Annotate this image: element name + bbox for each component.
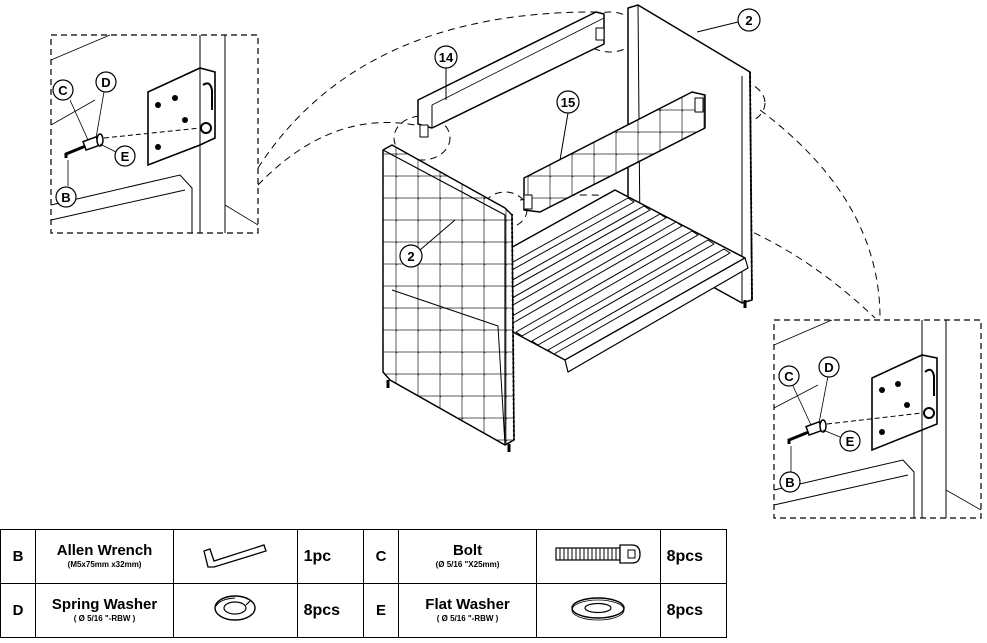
callout-part-15: 15 <box>556 90 580 161</box>
callout-right-b-label: B <box>785 475 794 490</box>
part-spec: (M5x75mm x32mm) <box>67 560 142 569</box>
part-spec: ( Ø 5/16 "-RBW ) <box>436 614 499 623</box>
part-qty: 8pcs <box>296 583 364 638</box>
part-code-c: C <box>362 529 400 584</box>
part-qty: 8pcs <box>659 583 728 638</box>
part-code-e: E <box>362 583 400 638</box>
part-spec: (Ø 5/16 "X25mm) <box>435 560 500 569</box>
part-qty: 8pcs <box>659 529 728 584</box>
part-name: Spring Washer <box>51 596 158 613</box>
callout-left-d-label: D <box>101 75 110 90</box>
part-qty: 1pc <box>296 529 364 584</box>
part-name-cell: Bolt (Ø 5/16 "X25mm) <box>398 529 537 584</box>
callout-part-2-top: 2 <box>696 8 761 33</box>
callout-part-2-top-label: 2 <box>745 13 752 28</box>
flat-washer-icon <box>535 583 661 638</box>
bolt-assembly-icon <box>64 127 201 158</box>
part-name: Flat Washer <box>425 596 510 613</box>
callout-left-c: C <box>52 79 74 101</box>
callout-right-c: C <box>778 365 800 387</box>
callout-left-b: B <box>55 186 77 208</box>
bed-frame <box>382 4 753 452</box>
callout-part-2-front: 2 <box>399 219 456 268</box>
callout-part-15-label: 15 <box>561 95 575 110</box>
callout-left-b-label: B <box>61 190 70 205</box>
callout-left-d: D <box>95 71 117 93</box>
bolt-icon <box>535 529 661 584</box>
callout-part-14-label: 14 <box>439 50 454 65</box>
callout-right-b: B <box>779 471 801 493</box>
callout-left-e: E <box>114 145 136 167</box>
bracket-icon-right <box>871 354 938 452</box>
callout-left-e-label: E <box>121 149 130 164</box>
spring-washer-icon <box>172 583 298 638</box>
callout-right-e: E <box>839 430 861 452</box>
part-name: Allen Wrench <box>56 542 153 559</box>
part-code-d: D <box>0 583 37 638</box>
callout-right-c-label: C <box>784 369 794 384</box>
part-spec: ( Ø 5/16 "-RBW ) <box>73 614 136 623</box>
callout-right-d-label: D <box>824 360 833 375</box>
bracket-icon <box>147 67 216 167</box>
detail-view-left: C D E B <box>50 34 259 234</box>
part-name-cell: Allen Wrench (M5x75mm x32mm) <box>35 529 174 584</box>
part-name-cell: Flat Washer ( Ø 5/16 "-RBW ) <box>398 583 537 638</box>
part-name: Bolt <box>452 542 483 559</box>
detail-view-right: C D E B <box>773 319 982 519</box>
hardware-row: B Allen Wrench (M5x75mm x32mm) 1pc C Bol… <box>0 529 728 584</box>
part-code-b: B <box>0 529 37 584</box>
hardware-table: B Allen Wrench (M5x75mm x32mm) 1pc C Bol… <box>0 529 728 638</box>
bolt-assembly-icon-right <box>787 412 923 444</box>
callout-right-e-label: E <box>846 434 855 449</box>
callout-left-c-label: C <box>58 83 68 98</box>
hardware-row: D Spring Washer ( Ø 5/16 "-RBW ) 8pcs E … <box>0 583 728 638</box>
callout-part-2-front-label: 2 <box>407 249 414 264</box>
callout-part-14: 14 <box>434 45 458 100</box>
allen-wrench-icon <box>172 529 298 584</box>
part-name-cell: Spring Washer ( Ø 5/16 "-RBW ) <box>35 583 174 638</box>
callout-right-d: D <box>818 356 840 378</box>
